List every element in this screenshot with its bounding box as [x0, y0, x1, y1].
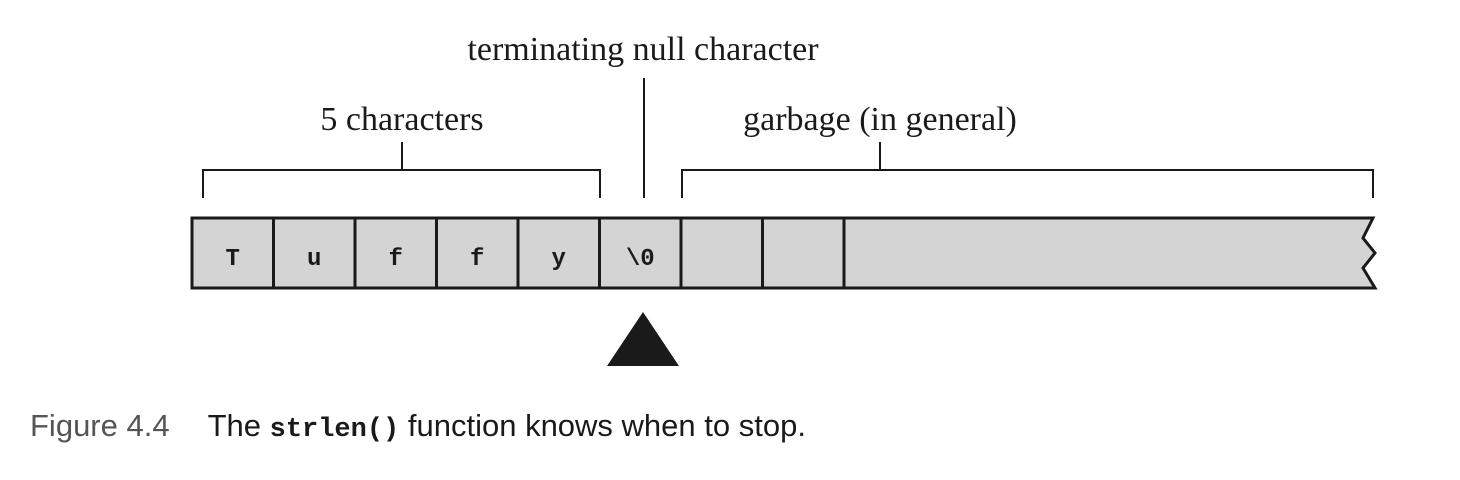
- caption-code: strlen(): [269, 415, 400, 445]
- garbage-bracket: [681, 142, 1374, 198]
- cell-char: u: [307, 246, 321, 273]
- caption-prefix: The: [207, 408, 261, 443]
- terminator-label: terminating null character: [467, 31, 819, 68]
- cell-char: \0: [626, 246, 655, 273]
- cell-char: f: [470, 246, 484, 273]
- cell-char: f: [389, 246, 403, 273]
- memory-strip: [190, 216, 1378, 290]
- figure-caption: Figure 4.4 The strlen() function knows wh…: [30, 408, 806, 445]
- caption-suffix: function knows when to stop.: [407, 408, 806, 443]
- cell-char: T: [226, 246, 240, 273]
- cell-char: y: [552, 246, 566, 273]
- string-memory-diagram: terminating null character 5 characters …: [190, 31, 1378, 366]
- figure-number: Figure 4.4: [30, 408, 170, 443]
- garbage-label: garbage (in general): [743, 101, 1017, 138]
- chars-label: 5 characters: [320, 101, 483, 138]
- end-marker-triangle: [607, 312, 679, 366]
- chars-bracket: [202, 142, 601, 198]
